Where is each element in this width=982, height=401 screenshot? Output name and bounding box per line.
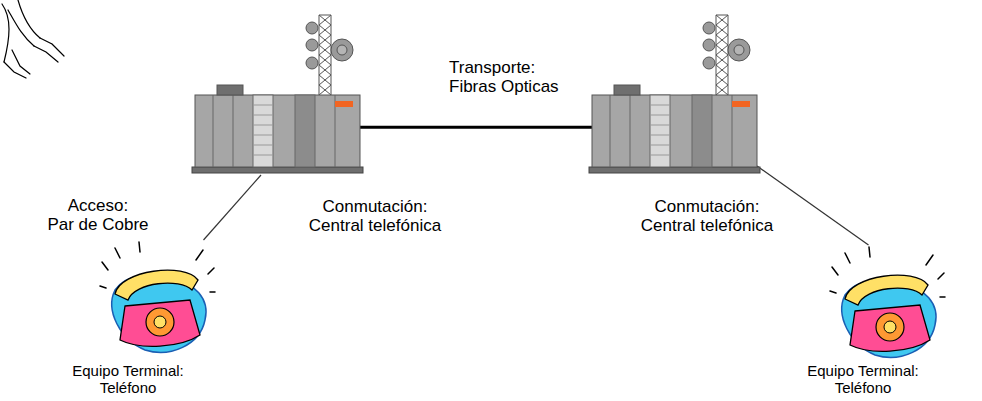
node-body: Teléfono: [835, 379, 892, 396]
telephone-exchange: Conmutación:Central telefónica: [195, 85, 360, 175]
panel-divider: [610, 95, 611, 167]
exchange-panel: [650, 95, 670, 167]
node-heading: Conmutación:: [655, 197, 760, 216]
exchange-panel: [692, 95, 712, 167]
panel-line: [253, 125, 273, 126]
node-body: Central telefónica: [641, 216, 773, 235]
panel-divider: [630, 95, 631, 167]
node-heading: Equipo Terminal:: [72, 362, 183, 379]
exchange-cabinet: [195, 95, 360, 167]
panel-divider: [213, 95, 214, 167]
person-sketch: [0, 0, 72, 82]
antenna-dish: [703, 39, 715, 51]
panel-line: [253, 135, 273, 136]
node-heading: Conmutación:: [323, 197, 428, 216]
panel-line: [650, 115, 670, 116]
exchange-panel: [295, 95, 315, 167]
sketch-hand: [34, 38, 64, 62]
antenna-dish: [306, 57, 318, 69]
telephone-terminal: Equipo Terminal:Teléfono: [100, 240, 215, 360]
microwave-dish: [734, 45, 744, 55]
telephone-icon: [100, 240, 215, 360]
exchange-indicator: [335, 101, 353, 107]
panel-line: [253, 155, 273, 156]
microwave-dish: [728, 39, 750, 61]
sketch-line: [2, 4, 9, 62]
phone-handset: [115, 270, 198, 300]
antenna-dish: [703, 57, 715, 69]
exchange-building: [592, 85, 757, 175]
microwave-dish: [337, 45, 347, 55]
access-label: Acceso:: [68, 196, 128, 215]
exchange-cabinet: [592, 95, 757, 167]
panel-line: [650, 125, 670, 126]
phone-dial-center: [154, 316, 166, 328]
sketch-line: [8, 10, 34, 46]
phone-dial: [146, 308, 174, 336]
exchange-indicator: [732, 101, 750, 107]
panel-line: [253, 145, 273, 146]
panel-line: [650, 105, 670, 106]
fiber-link: [360, 126, 592, 129]
phone-dial-center: [884, 321, 896, 333]
panel-line: [253, 115, 273, 116]
exchange-base: [589, 167, 760, 173]
exchange-panel: [253, 95, 273, 167]
panel-line: [650, 155, 670, 156]
phone-body: [120, 300, 200, 346]
telephone-exchange: Conmutación:Central telefónica: [592, 85, 757, 175]
edge-label: Transporte: Fibras Opticas: [449, 58, 567, 96]
node-heading: Equipo Terminal:: [807, 362, 918, 379]
antenna-dish: [703, 22, 715, 34]
copper-pair: [204, 175, 262, 240]
panel-line: [253, 105, 273, 106]
microwave-dish: [331, 39, 353, 61]
panel-divider: [233, 95, 234, 167]
antenna-mast: [319, 15, 331, 95]
copper-pair: [757, 166, 869, 245]
panel-line: [650, 145, 670, 146]
node-body: Teléfono: [100, 379, 157, 396]
antenna-mast: [716, 15, 728, 95]
telephone-terminal: Equipo Terminal:Teléfono: [830, 245, 940, 360]
exchange-top-box: [614, 85, 640, 95]
exchange-base: [192, 167, 363, 173]
phone-body: [850, 305, 930, 351]
antenna-dish: [306, 22, 318, 34]
phone-handset: [845, 275, 928, 305]
exchange-top-box: [217, 85, 243, 95]
sketch-line: [4, 50, 30, 78]
node-body: Central telefónica: [309, 216, 441, 235]
phone-dial: [876, 313, 904, 341]
panel-line: [650, 135, 670, 136]
access-label: Par de Cobre: [47, 215, 148, 234]
antenna-dish: [306, 39, 318, 51]
telephone-icon: [830, 245, 940, 360]
exchange-building: [195, 85, 360, 175]
